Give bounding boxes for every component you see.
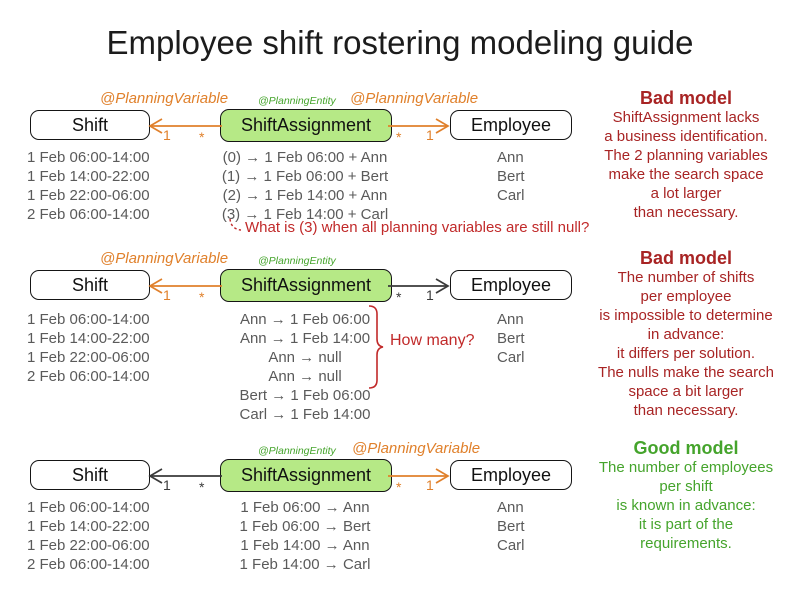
multiplicity-label: 1 xyxy=(163,287,171,303)
employee-row: Bert xyxy=(497,330,525,347)
shift-class-box: Shift xyxy=(30,110,150,140)
assignment-row: 1 Feb 14:00 → Carl xyxy=(239,556,371,573)
multiplicity-label: 1 xyxy=(426,287,434,303)
assignment-row: 1 Feb 14:00 → Ann xyxy=(240,537,370,554)
comment-line: than necessary. xyxy=(633,402,739,419)
null-warning-note: What is (3) when all planning variables … xyxy=(245,219,590,236)
how-many-label: How many? xyxy=(390,332,475,349)
comment-line: ShiftAssignment lacks xyxy=(612,109,760,126)
assignment-row: 1 Feb 06:00 → Bert xyxy=(239,518,371,535)
comment-line: The 2 planning variables xyxy=(604,147,768,164)
assignment-row: 1 Feb 06:00 → Ann xyxy=(240,499,370,516)
shift-row: 1 Feb 22:00-06:00 xyxy=(27,349,150,366)
association-arrow-right-icon xyxy=(388,278,450,294)
assignment-row: (2) → 1 Feb 14:00 + Ann xyxy=(222,187,388,204)
shift-row: 2 Feb 06:00-14:00 xyxy=(27,556,150,573)
comment-line: The number of shifts xyxy=(617,269,755,286)
employee-row: Ann xyxy=(497,149,524,166)
association-arrow-left-icon xyxy=(148,278,222,294)
shift-assignment-class-box: ShiftAssignment xyxy=(220,459,392,492)
comment-line: than necessary. xyxy=(633,204,739,221)
shift-assignment-class-box: ShiftAssignment xyxy=(220,269,392,302)
comment-line: a business identification. xyxy=(604,128,768,145)
shift-row: 1 Feb 06:00-14:00 xyxy=(27,311,150,328)
comment-line: is known in advance: xyxy=(616,497,756,514)
assignment-row: Ann → 1 Feb 14:00 xyxy=(239,330,371,347)
employee-row: Bert xyxy=(497,168,525,185)
shift-assignment-class-box: ShiftAssignment xyxy=(220,109,392,142)
dashed-pointer-icon xyxy=(229,218,242,231)
employee-row: Carl xyxy=(497,187,525,204)
shift-row: 1 Feb 06:00-14:00 xyxy=(27,499,150,516)
multiplicity-label: * xyxy=(199,289,205,305)
planning-entity-annotation: @PlanningEntity xyxy=(258,255,336,267)
assignment-row: (0) → 1 Feb 06:00 + Ann xyxy=(222,149,388,166)
multiplicity-label: 1 xyxy=(426,127,434,143)
planning-entity-annotation: @PlanningEntity xyxy=(258,95,336,107)
employee-row: Ann xyxy=(497,311,524,328)
shift-class-box: Shift xyxy=(30,460,150,490)
model-verdict-heading: Bad model xyxy=(639,248,732,268)
comment-line: requirements. xyxy=(640,535,732,552)
multiplicity-label: * xyxy=(199,129,205,145)
assignment-row: Ann → null xyxy=(268,349,342,366)
comment-line: it differs per solution. xyxy=(616,345,756,362)
assignment-row: (3) → 1 Feb 14:00 + Carl xyxy=(221,206,389,223)
assignment-row: Carl → 1 Feb 14:00 xyxy=(239,406,371,423)
planning-variable-annotation: @PlanningVariable xyxy=(100,250,229,267)
comment-line: The number of employees xyxy=(598,459,774,476)
comment-line: The nulls make the search xyxy=(598,364,774,381)
assignment-row: Bert → 1 Feb 06:00 xyxy=(239,387,371,404)
shift-class-box: Shift xyxy=(30,270,150,300)
employee-class-box: Employee xyxy=(450,460,572,490)
planning-variable-annotation: @PlanningVariable xyxy=(100,90,229,107)
shift-row: 1 Feb 06:00-14:00 xyxy=(27,149,150,166)
model-comment: Bad model The number of shifts per emplo… xyxy=(575,249,797,420)
planning-variable-annotation: @PlanningVariable xyxy=(352,440,481,457)
planning-entity-annotation: @PlanningEntity xyxy=(258,445,336,457)
model-verdict-heading: Bad model xyxy=(639,88,732,108)
assignment-row: Ann → null xyxy=(268,368,342,385)
model-comment: Bad model ShiftAssignment lacks a busine… xyxy=(575,89,797,222)
shift-row: 1 Feb 14:00-22:00 xyxy=(27,518,150,535)
comment-line: space a bit larger xyxy=(628,383,744,400)
comment-line: per shift xyxy=(659,478,713,495)
employee-row: Bert xyxy=(497,518,525,535)
shift-row: 1 Feb 14:00-22:00 xyxy=(27,330,150,347)
shift-row: 2 Feb 06:00-14:00 xyxy=(27,368,150,385)
model-comment: Good model The number of employees per s… xyxy=(575,439,797,553)
shift-row: 1 Feb 22:00-06:00 xyxy=(27,187,150,204)
page-title: Employee shift rostering modeling guide xyxy=(106,24,694,61)
employee-class-box: Employee xyxy=(450,270,572,300)
multiplicity-label: 1 xyxy=(163,127,171,143)
association-arrow-right-icon xyxy=(388,468,450,484)
curly-brace-icon xyxy=(368,305,384,389)
association-arrow-left-icon xyxy=(148,118,222,134)
assignment-row: Ann → 1 Feb 06:00 xyxy=(239,311,371,328)
shift-row: 2 Feb 06:00-14:00 xyxy=(27,206,150,223)
multiplicity-label: * xyxy=(199,479,205,495)
comment-line: per employee xyxy=(640,288,732,305)
employee-row: Carl xyxy=(497,537,525,554)
multiplicity-label: * xyxy=(396,129,402,145)
assignment-row: (1) → 1 Feb 06:00 + Bert xyxy=(221,168,389,185)
association-arrow-right-icon xyxy=(388,118,450,134)
comment-line: is impossible to determine xyxy=(599,307,773,324)
model-verdict-heading: Good model xyxy=(633,438,739,458)
shift-row: 1 Feb 22:00-06:00 xyxy=(27,537,150,554)
comment-line: in advance: xyxy=(647,326,725,343)
comment-line: make the search space xyxy=(608,166,764,183)
planning-variable-annotation: @PlanningVariable xyxy=(350,90,479,107)
employee-row: Carl xyxy=(497,349,525,366)
multiplicity-label: * xyxy=(396,479,402,495)
employee-row: Ann xyxy=(497,499,524,516)
comment-line: it is part of the xyxy=(638,516,734,533)
employee-class-box: Employee xyxy=(450,110,572,140)
association-arrow-left-icon xyxy=(148,468,222,484)
multiplicity-label: 1 xyxy=(426,477,434,493)
multiplicity-label: * xyxy=(396,289,402,305)
shift-row: 1 Feb 14:00-22:00 xyxy=(27,168,150,185)
multiplicity-label: 1 xyxy=(163,477,171,493)
comment-line: a lot larger xyxy=(650,185,722,202)
